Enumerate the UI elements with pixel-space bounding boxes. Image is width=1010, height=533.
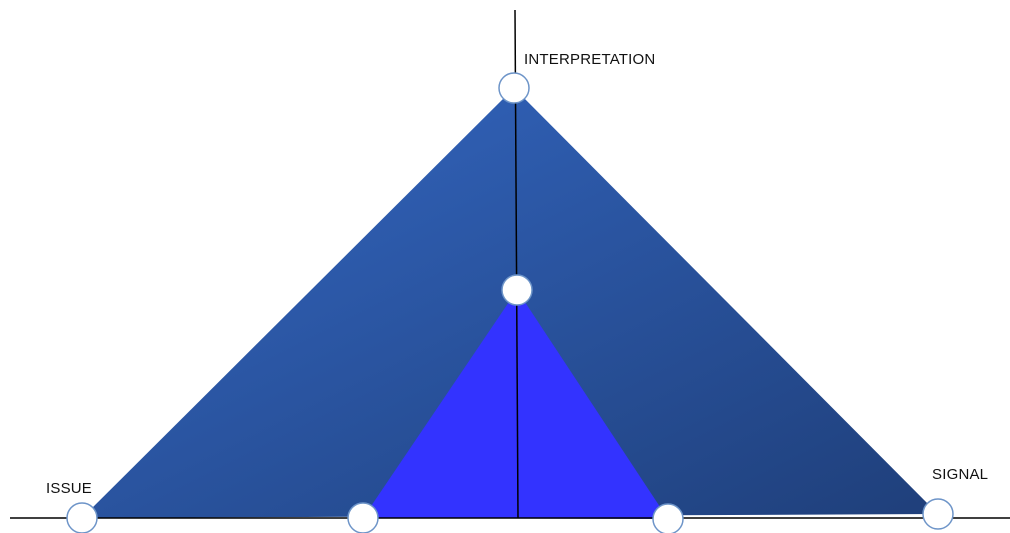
label-issue: ISSUE xyxy=(46,480,93,497)
node-inner-apex[interactable] xyxy=(501,274,533,306)
node-issue[interactable] xyxy=(66,502,98,533)
inner-triangle xyxy=(363,290,668,519)
node-interpretation[interactable] xyxy=(498,72,530,104)
node-signal[interactable] xyxy=(922,498,954,530)
node-inner-right[interactable] xyxy=(652,503,684,533)
label-signal: SIGNAL xyxy=(932,466,989,483)
node-inner-left[interactable] xyxy=(347,502,379,533)
label-interpretation: INTERPRETATION xyxy=(524,51,656,68)
